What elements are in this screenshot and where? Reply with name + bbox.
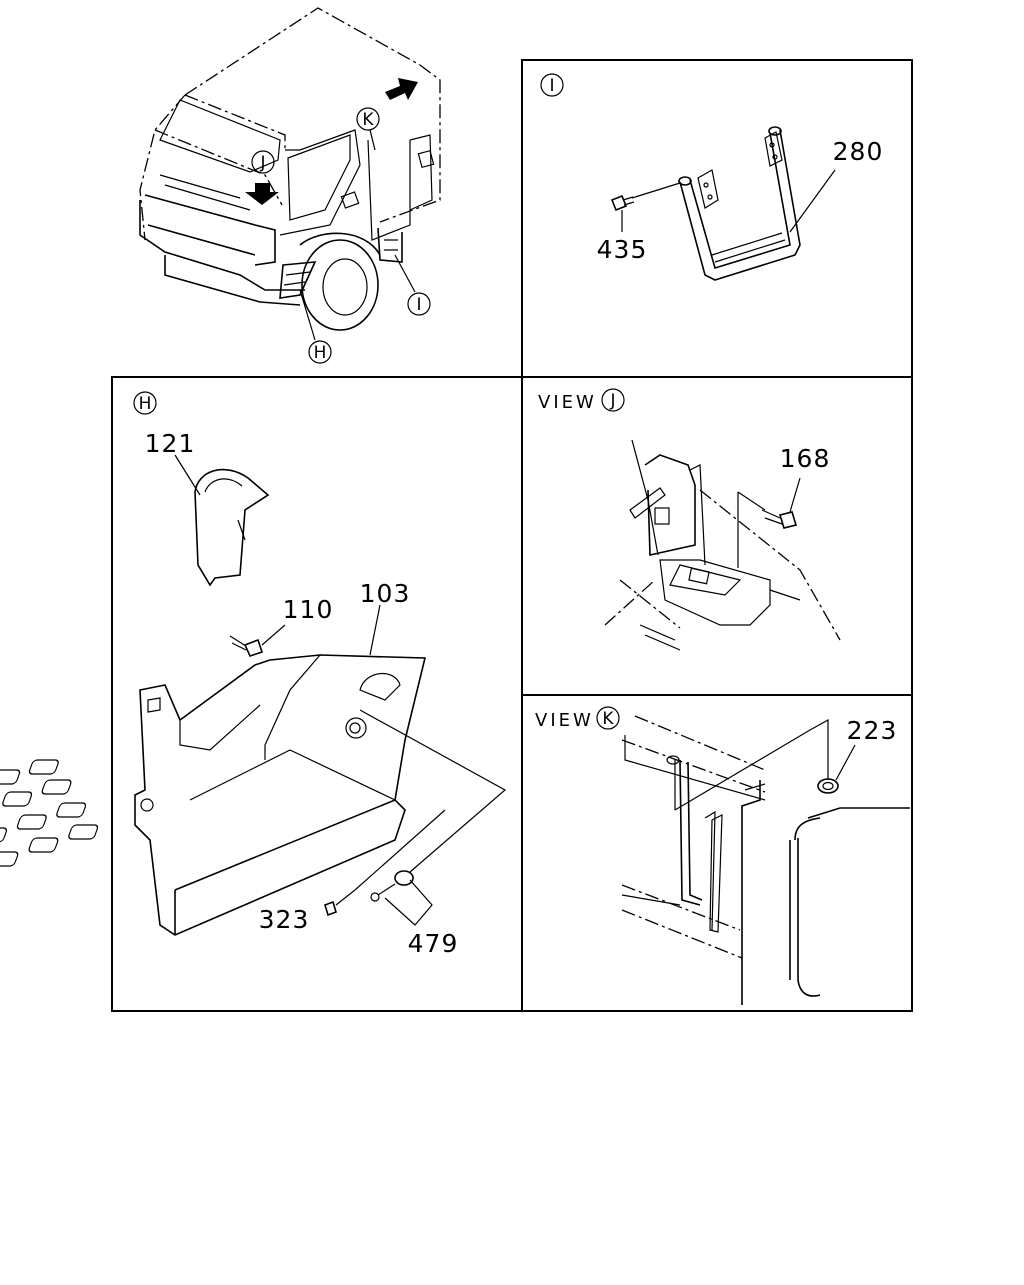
svg-text:H: H	[139, 394, 152, 414]
arrow-view-k-icon	[385, 78, 418, 100]
view-h: H 121 110	[0, 391, 507, 958]
part-label-479: 479	[408, 929, 459, 958]
svg-text:VIEW: VIEW	[538, 392, 597, 413]
svg-text:J: J	[259, 153, 265, 173]
part-label-435: 435	[597, 235, 648, 264]
view-k: VIEW K 223	[535, 706, 910, 1005]
svg-text:H: H	[314, 343, 327, 363]
truck-overview: J K I H	[139, 7, 441, 364]
overview-marker-i: I	[407, 292, 431, 316]
svg-text:K: K	[362, 110, 374, 130]
panel-view-i-frame	[521, 59, 913, 378]
part-label-121: 121	[145, 429, 196, 458]
part-label-110: 110	[283, 595, 334, 624]
part-label-280: 280	[833, 137, 884, 166]
overview-marker-h: H	[308, 340, 332, 364]
overview-marker-k: K	[356, 107, 380, 131]
part-label-323: 323	[259, 905, 310, 934]
part-label-223: 223	[847, 716, 898, 745]
svg-text:K: K	[602, 709, 614, 729]
overview-marker-j: J	[251, 150, 275, 174]
panel-view-j-frame	[521, 376, 913, 696]
panel-view-h-frame	[111, 376, 523, 1012]
arrow-view-j-icon	[245, 183, 279, 205]
svg-text:I: I	[549, 76, 554, 96]
svg-text:J: J	[609, 391, 615, 411]
panel-view-k-frame	[521, 694, 913, 1012]
view-i: I 435 280	[540, 73, 884, 281]
panel-frames	[111, 59, 913, 1012]
svg-text:I: I	[416, 295, 421, 315]
svg-text:VIEW: VIEW	[535, 710, 594, 731]
view-k-title: VIEW K	[535, 706, 620, 731]
step-tread-grid	[0, 759, 99, 867]
part-label-168: 168	[780, 444, 831, 473]
view-j-title: VIEW J	[538, 388, 625, 413]
view-j: VIEW J 168	[538, 388, 841, 651]
view-i-marker: I	[540, 73, 564, 97]
part-label-103: 103	[360, 579, 411, 608]
view-h-marker: H	[133, 391, 157, 415]
